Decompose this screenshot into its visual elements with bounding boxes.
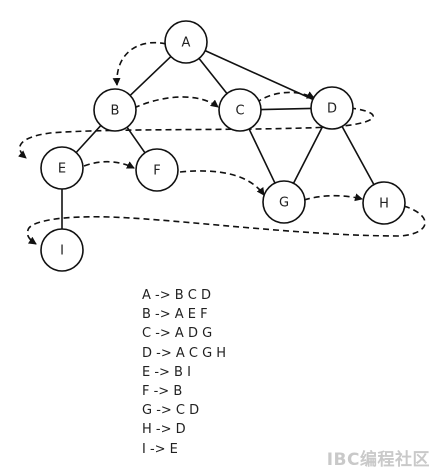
- traversal-arrow-e-to-f: [83, 160, 135, 169]
- edge-c-g: [248, 128, 276, 184]
- node-circle: [164, 20, 208, 64]
- adjacency-entry: E -> B I: [142, 364, 191, 380]
- node-label: F: [153, 164, 160, 179]
- adjacency-entry: H -> D: [142, 422, 186, 438]
- adjacency-entry: G -> C D: [142, 403, 200, 419]
- node-label: A: [182, 36, 191, 51]
- adjacency-entry: I -> E: [142, 441, 178, 457]
- node-circle: [218, 88, 262, 132]
- traversal-loop-d-to-e: [18, 107, 374, 159]
- node-b: B: [93, 88, 137, 132]
- node-i: I: [40, 228, 84, 272]
- adjacency-list: A -> B C D B -> A E F C -> A D G D -> A C G…: [142, 286, 302, 459]
- node-label: I: [60, 244, 64, 259]
- node-d: D: [310, 86, 354, 130]
- node-label: B: [111, 104, 120, 119]
- traversal-arrow-c-to-d: [255, 91, 315, 104]
- node-e: E: [40, 146, 84, 190]
- edge-c-d: [260, 107, 312, 111]
- node-circle: [40, 228, 84, 272]
- node-h: H: [362, 181, 406, 225]
- edge-a-d: [204, 49, 314, 101]
- edge-b-e: [75, 124, 102, 154]
- watermark-logo: IBC编程社区: [326, 450, 430, 470]
- node-circle: [310, 86, 354, 130]
- traversal-loop-h-to-i: [26, 205, 426, 245]
- adjacency-entry: D -> A C G H: [142, 345, 227, 361]
- adjacency-entry: C -> A D G: [142, 326, 213, 342]
- node-label: C: [235, 104, 244, 119]
- edges-layer: [61, 49, 375, 229]
- edge-a-c: [198, 57, 228, 95]
- node-label: G: [279, 196, 289, 211]
- adjacency-entry: F -> B: [142, 383, 183, 399]
- nodes-layer: A B C D E F G H I: [40, 20, 406, 272]
- traversal-arrow-g-to-h: [303, 193, 363, 202]
- adjacency-entry: A -> B C D: [142, 288, 212, 303]
- node-g: G: [262, 180, 306, 224]
- node-circle: [262, 180, 306, 224]
- node-a: A: [164, 20, 208, 64]
- edge-d-g: [292, 126, 324, 184]
- traversal-arrow-f-to-g: [179, 170, 265, 196]
- node-label: H: [379, 197, 389, 212]
- node-circle: [362, 181, 406, 225]
- node-circle: [40, 146, 84, 190]
- traversal-path-layer: [18, 41, 426, 245]
- node-f: F: [135, 148, 179, 192]
- adjacency-entry: B -> A E F: [142, 307, 208, 323]
- edge-a-b: [129, 55, 172, 97]
- node-label: D: [327, 102, 337, 117]
- node-circle: [135, 148, 179, 192]
- node-c: C: [218, 88, 262, 132]
- node-label: E: [58, 162, 66, 177]
- node-circle: [93, 88, 137, 132]
- edge-d-h: [341, 126, 375, 185]
- traversal-arrow-a-to-b: [112, 41, 167, 86]
- edge-b-f: [126, 126, 146, 154]
- traversal-arrow-b-to-c: [133, 96, 219, 109]
